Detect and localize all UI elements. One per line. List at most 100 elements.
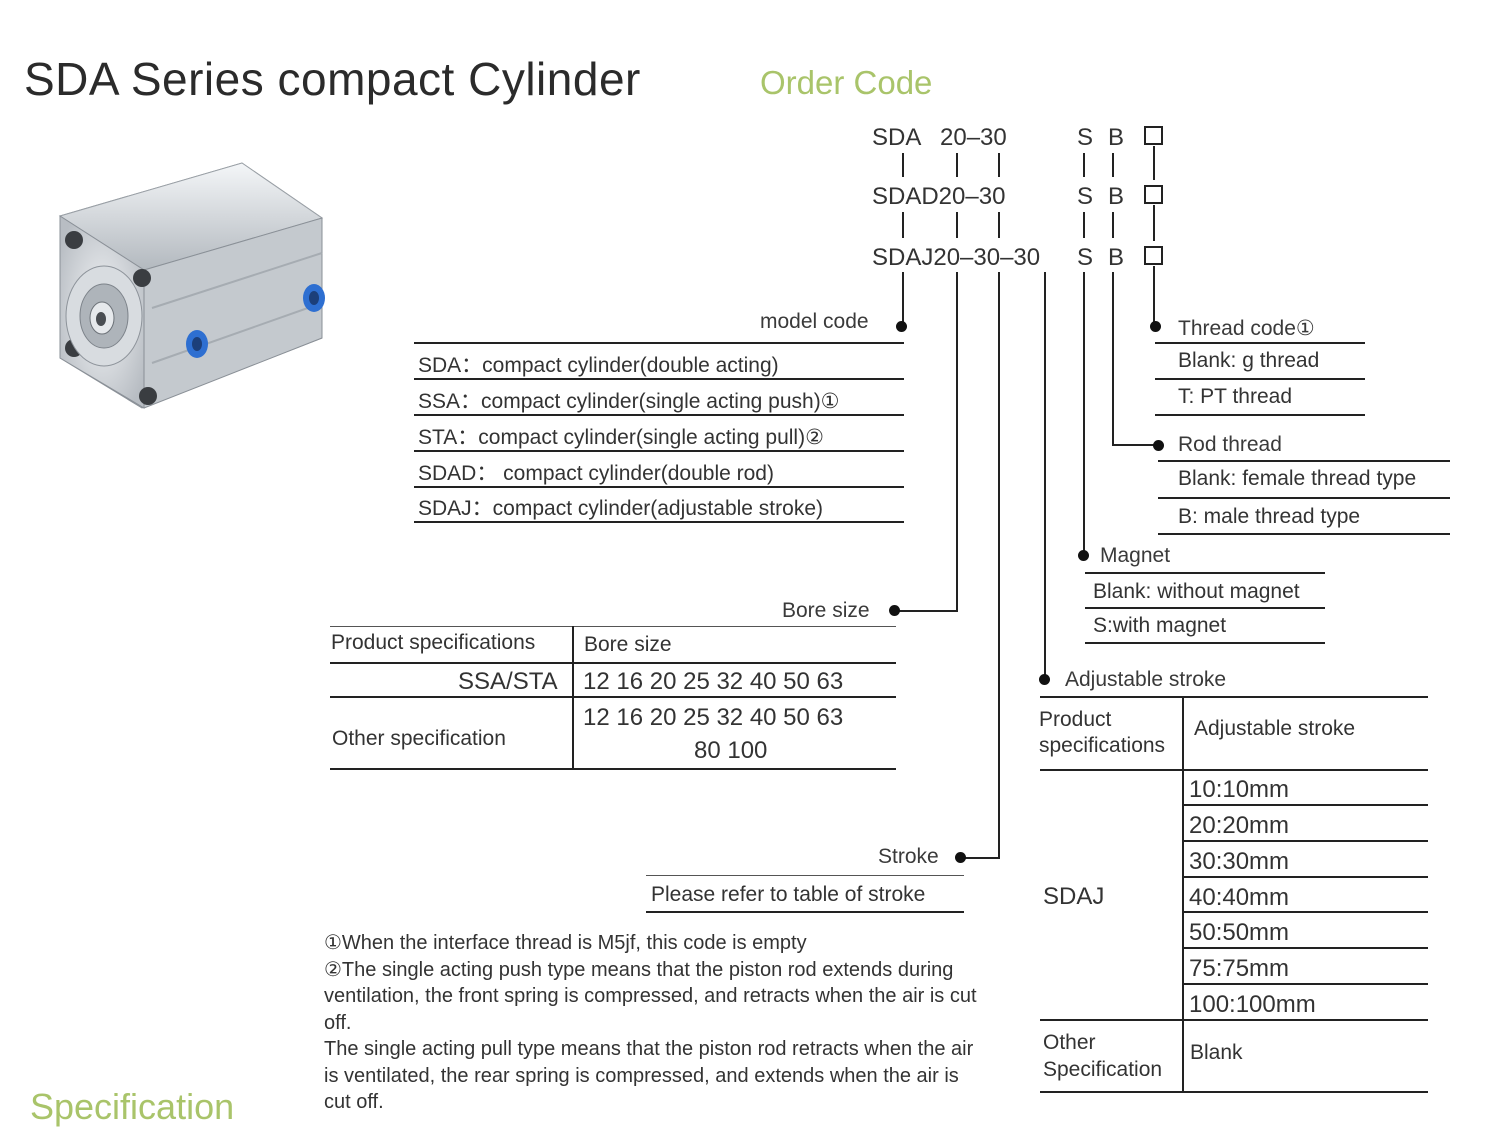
- divider: [1085, 572, 1325, 574]
- magnet-item: Blank: without magnet: [1093, 580, 1300, 603]
- divider: [1085, 607, 1325, 609]
- divider: [646, 875, 964, 876]
- model-code-label: model code: [760, 310, 869, 333]
- divider: [414, 521, 904, 523]
- order-code-magnet-3: S: [1077, 244, 1094, 271]
- divider: [1184, 804, 1428, 806]
- bullet-dot: [896, 321, 907, 332]
- stroke-value: 100:100mm: [1189, 991, 1316, 1018]
- page-title: SDA Series compact Cylinder: [24, 53, 641, 105]
- connector-line: [956, 212, 958, 238]
- leader-line-bore: [893, 610, 958, 612]
- order-code-model-2: SDAD20–30: [872, 183, 1006, 210]
- model-code-item: SDAD： compact cylinder(double rod): [418, 462, 774, 485]
- bore-size-label: Bore size: [782, 599, 870, 622]
- cylinder-product-image: [58, 162, 325, 409]
- divider: [1158, 533, 1450, 535]
- divider: [1040, 696, 1428, 698]
- connector-line: [1153, 205, 1155, 241]
- model-code-item: STA：compact cylinder(single acting pull)…: [418, 426, 824, 449]
- divider: [1158, 460, 1450, 462]
- divider: [330, 626, 896, 627]
- magnet-label: Magnet: [1100, 544, 1171, 567]
- divider: [330, 662, 896, 664]
- stroke-note: Please refer to table of stroke: [651, 883, 926, 906]
- bore-row-values: 12 16 20 25 32 40 50 63: [583, 704, 844, 731]
- leader-line-rod: [1112, 444, 1158, 446]
- table-divider: [1182, 696, 1184, 1092]
- stroke-label: Stroke: [878, 845, 939, 868]
- stroke-value: 20:20mm: [1189, 812, 1290, 839]
- divider: [330, 696, 896, 698]
- divider: [646, 911, 964, 913]
- sdaj-label: SDAJ: [1043, 883, 1105, 910]
- divider: [1040, 1019, 1428, 1021]
- order-code-rod-3: B: [1108, 244, 1125, 271]
- bullet-dot: [955, 852, 966, 863]
- divider: [1184, 983, 1428, 985]
- divider: [1184, 947, 1428, 949]
- leader-line-stroke: [998, 272, 1000, 859]
- connector-line: [902, 153, 904, 177]
- footnote-3: The single acting pull type means that t…: [324, 1038, 974, 1113]
- thread-code-box: [1144, 126, 1163, 145]
- thread-code-item: Blank: g thread: [1178, 349, 1320, 372]
- order-code-rod-1: B: [1108, 124, 1125, 151]
- specification-label: Specification: [30, 1086, 235, 1127]
- leader-line-stroke: [962, 857, 1000, 859]
- divider: [330, 768, 896, 770]
- divider: [414, 486, 904, 488]
- other-spec-value: Blank: [1190, 1041, 1243, 1064]
- divider: [1184, 876, 1428, 878]
- connector-line: [1153, 146, 1155, 180]
- order-code-heading: Order Code: [760, 64, 933, 101]
- bore-row-values-extra: 80 100: [694, 737, 768, 764]
- order-code-rod-2: B: [1108, 183, 1125, 210]
- adjustable-stroke-label: Adjustable stroke: [1065, 668, 1227, 691]
- divider: [1184, 911, 1428, 913]
- leader-line-magnet: [1083, 272, 1085, 556]
- adjustable-header-stroke: Adjustable stroke: [1194, 717, 1356, 740]
- divider: [1155, 414, 1365, 416]
- stroke-value: 10:10mm: [1189, 776, 1290, 803]
- bore-header-spec: Product specifications: [331, 631, 536, 654]
- leader-line-thread: [1153, 266, 1155, 326]
- divider: [1040, 1091, 1428, 1093]
- divider: [1184, 840, 1428, 842]
- order-code-magnet-1: S: [1077, 124, 1094, 151]
- model-code-item: SDA：compact cylinder(double acting): [418, 354, 779, 377]
- thread-code-item: T: PT thread: [1178, 385, 1293, 408]
- connector-line: [1112, 153, 1114, 177]
- bullet-dot: [1150, 321, 1161, 332]
- stroke-value: 75:75mm: [1189, 955, 1290, 982]
- leader-line-adjustable: [1044, 272, 1046, 678]
- connector-line: [1083, 212, 1085, 238]
- magnet-item: S:with magnet: [1093, 614, 1227, 637]
- divider: [414, 450, 904, 452]
- divider: [1155, 342, 1365, 344]
- connector-line: [902, 212, 904, 238]
- bullet-dot: [889, 605, 900, 616]
- bullet-dot: [1039, 674, 1050, 685]
- divider: [1085, 642, 1325, 644]
- rod-thread-label: Rod thread: [1178, 433, 1282, 456]
- rod-thread-item: Blank: female thread type: [1178, 467, 1417, 490]
- footnote-2: ②The single acting push type means that …: [324, 958, 977, 1034]
- leader-line-bore: [956, 272, 958, 612]
- divider: [1040, 769, 1428, 771]
- stroke-value: 50:50mm: [1189, 919, 1290, 946]
- footnote-1: ①When the interface thread is M5jf, this…: [324, 932, 807, 954]
- stroke-value: 30:30mm: [1189, 848, 1290, 875]
- bore-row-spec: SSA/STA: [458, 668, 558, 695]
- divider: [414, 378, 904, 380]
- order-code-size-1: 20–30: [940, 124, 1007, 151]
- divider: [414, 414, 904, 416]
- bore-row-values: 12 16 20 25 32 40 50 63: [583, 668, 844, 695]
- stroke-value: 40:40mm: [1189, 884, 1290, 911]
- bullet-dot: [1078, 550, 1089, 561]
- bore-header-size: Bore size: [584, 633, 672, 656]
- connector-line: [1083, 153, 1085, 177]
- connector-line: [998, 212, 1000, 238]
- order-code-model-1: SDA: [872, 124, 922, 151]
- leader-line-model: [902, 272, 904, 326]
